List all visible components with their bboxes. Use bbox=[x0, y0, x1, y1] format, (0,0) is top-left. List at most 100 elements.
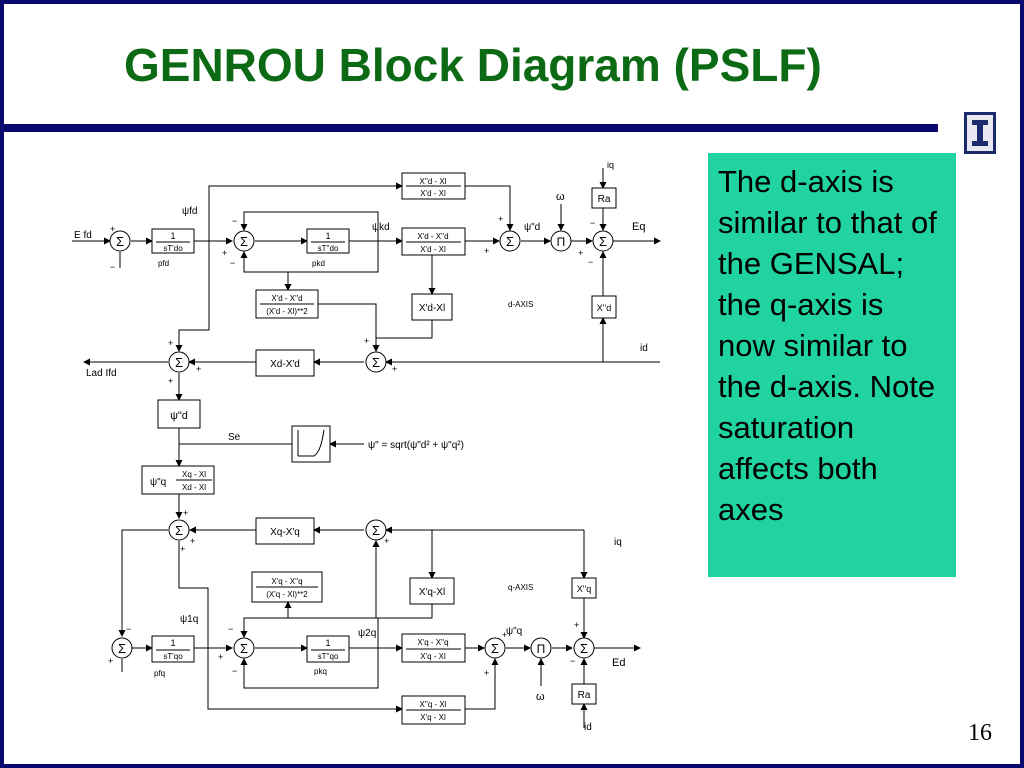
sum-ed: Σ bbox=[573, 637, 595, 659]
svg-text:X''q - Xl: X''q - Xl bbox=[419, 700, 446, 709]
svg-text:Π: Π bbox=[557, 235, 566, 249]
label-ladifd: Lad Ifd bbox=[86, 368, 117, 379]
block-xdd-gain-top: X''d - Xl X'd - Xl bbox=[401, 172, 466, 200]
block-xpd: X''d bbox=[591, 295, 617, 319]
svg-text:X'd - X''d: X'd - X''d bbox=[271, 294, 302, 303]
label-iq-top: iq bbox=[607, 160, 614, 170]
svg-text:Σ: Σ bbox=[175, 355, 183, 370]
block-ra-d: Ra bbox=[591, 187, 617, 209]
svg-text:sT'qo: sT'qo bbox=[163, 652, 183, 661]
block-1-sTqo2: 1 sT''qo bbox=[306, 635, 350, 663]
svg-text:Σ: Σ bbox=[372, 523, 380, 538]
label-ed: Ed bbox=[612, 657, 625, 669]
mult-d: Π bbox=[550, 230, 572, 252]
svg-text:−: − bbox=[232, 216, 237, 226]
svg-text:+: + bbox=[484, 246, 489, 256]
block-ratio-q: X'q - X''q (X'q - Xl)**2 bbox=[251, 571, 323, 603]
svg-text:+: + bbox=[574, 620, 579, 630]
svg-text:Σ: Σ bbox=[116, 234, 124, 249]
note-text: The d-axis is similar to that of the GEN… bbox=[718, 164, 937, 527]
block-1-sTdo2: 1 sT''do bbox=[306, 228, 350, 254]
sum-iq: Σ bbox=[365, 519, 387, 541]
label-psi-dd: ψ"d bbox=[524, 222, 540, 233]
saturation-block bbox=[291, 425, 331, 463]
svg-text:+: + bbox=[578, 248, 583, 258]
svg-text:+: + bbox=[384, 536, 389, 546]
svg-text:−: − bbox=[570, 656, 575, 666]
block-1-sTqo: 1 sT'qo bbox=[151, 635, 195, 663]
svg-text:X'd - Xl: X'd - Xl bbox=[420, 245, 446, 254]
label-omega-d: ω bbox=[556, 191, 565, 203]
block-q-ratio: ψ"q Xq - Xl Xd - Xl bbox=[141, 465, 215, 495]
svg-text:Xd - Xl: Xd - Xl bbox=[182, 483, 206, 492]
block-ra-q: Ra bbox=[571, 683, 597, 705]
svg-text:+: + bbox=[484, 668, 489, 678]
block-xd-gain: X'd - X''d X'd - Xl bbox=[401, 227, 466, 256]
label-psi-1q: ψ1q bbox=[180, 614, 198, 625]
q-axis-wires bbox=[118, 526, 641, 728]
svg-text:1: 1 bbox=[170, 231, 175, 241]
svg-text:+: + bbox=[168, 338, 173, 348]
svg-text:1: 1 bbox=[325, 231, 330, 241]
svg-text:Σ: Σ bbox=[118, 641, 126, 656]
svg-text:+: + bbox=[180, 544, 185, 554]
sum-kd: Σ bbox=[233, 230, 255, 252]
slide-title: GENROU Block Diagram (PSLF) bbox=[124, 39, 822, 91]
svg-text:+: + bbox=[190, 536, 195, 546]
block-xqxl-bottom: X''q - Xl X'q - Xl bbox=[401, 695, 466, 725]
label-efd: E fd bbox=[74, 230, 92, 241]
label-pkq: pkq bbox=[314, 667, 327, 676]
svg-text:−: − bbox=[590, 218, 595, 228]
svg-text:Ra: Ra bbox=[598, 194, 611, 205]
svg-text:−: − bbox=[126, 624, 131, 634]
label-pkd: pkd bbox=[312, 259, 325, 268]
svg-text:sT'do: sT'do bbox=[163, 244, 183, 253]
svg-text:+: + bbox=[168, 376, 173, 386]
block-xq-gain: X'q - X''q X'q - Xl bbox=[401, 633, 466, 663]
sum-ladifd: Σ bbox=[168, 351, 190, 373]
svg-text:Σ: Σ bbox=[372, 355, 380, 370]
svg-text:X''q: X''q bbox=[577, 584, 591, 594]
label-eq: Eq bbox=[632, 221, 645, 233]
block-ratio-d: X'd - X''d (X'd - Xl)**2 bbox=[255, 289, 319, 319]
svg-text:sT''do: sT''do bbox=[318, 244, 339, 253]
page-number: 16 bbox=[968, 720, 992, 746]
sum-efd: Σ bbox=[109, 230, 131, 252]
svg-text:Σ: Σ bbox=[240, 641, 248, 656]
svg-text:Ra: Ra bbox=[578, 690, 591, 701]
sum-q-1: Σ bbox=[111, 637, 133, 659]
svg-text:Xq - Xl: Xq - Xl bbox=[182, 470, 206, 479]
svg-text:+: + bbox=[392, 364, 397, 374]
label-d-axis: d-AXIS bbox=[508, 300, 533, 309]
label-id-q: id bbox=[584, 722, 592, 733]
svg-text:−: − bbox=[232, 666, 237, 676]
sum-q-2: Σ bbox=[233, 637, 255, 659]
sum-q-top: Σ bbox=[168, 519, 190, 541]
svg-text:(X'd - Xl)**2: (X'd - Xl)**2 bbox=[266, 307, 308, 316]
svg-text:Σ: Σ bbox=[580, 641, 588, 656]
block-xd-xl: X'd-Xl bbox=[411, 293, 453, 321]
svg-text:X'q-Xl: X'q-Xl bbox=[419, 587, 445, 598]
svg-text:−: − bbox=[588, 257, 593, 267]
block-psi-dd: ψ"d bbox=[157, 399, 201, 429]
svg-text:+: + bbox=[183, 508, 188, 518]
svg-text:Xd-X'd: Xd-X'd bbox=[270, 359, 300, 370]
label-iq-q: iq bbox=[614, 537, 622, 548]
block-xpq: X''q bbox=[571, 577, 597, 599]
label-se: Se bbox=[228, 432, 241, 443]
block-1-sTdo: 1 sT'do bbox=[151, 228, 195, 254]
university-block-i-icon bbox=[964, 112, 996, 154]
svg-text:−: − bbox=[228, 624, 233, 634]
block-xd-xpd: Xd-X'd bbox=[255, 349, 315, 377]
sum-psi-dd: Σ bbox=[499, 230, 521, 252]
svg-text:+: + bbox=[498, 214, 503, 224]
svg-text:X'd - X''d: X'd - X''d bbox=[417, 232, 448, 241]
svg-text:Σ: Σ bbox=[175, 523, 183, 538]
svg-text:1: 1 bbox=[325, 638, 330, 648]
svg-text:−: − bbox=[110, 262, 115, 272]
label-psi-fd: ψfd bbox=[182, 206, 197, 217]
note-box: The d-axis is similar to that of the GEN… bbox=[708, 153, 956, 577]
svg-text:ψ"q: ψ"q bbox=[150, 477, 166, 488]
